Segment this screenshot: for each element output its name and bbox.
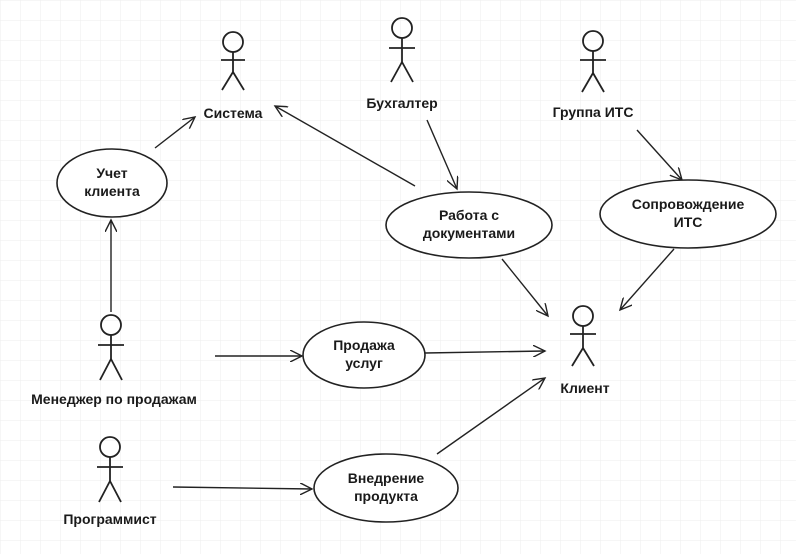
- use-case-ellipse: [599, 179, 777, 249]
- use-case-services-sale[interactable]: Продажа услуг: [302, 321, 426, 389]
- stick-figure-icon: [389, 17, 415, 83]
- use-case-label-line-1: Продажа: [333, 337, 395, 353]
- use-case-its-support[interactable]: Сопровождение ИТС: [599, 179, 777, 249]
- arrow-client-accounting-to-system: [154, 117, 195, 149]
- actor-accountant[interactable]: Бухгалтер: [366, 17, 438, 111]
- use-case-documents[interactable]: Работа с документами: [385, 191, 553, 259]
- actor-label: Группа ИТС: [553, 104, 634, 120]
- actor-its-group[interactable]: Группа ИТС: [553, 30, 634, 120]
- use-case-ellipse: [385, 191, 553, 259]
- arrow-services-sale-to-client: [424, 351, 545, 353]
- stick-figure-icon: [98, 314, 124, 381]
- actor-sales-manager[interactable]: Менеджер по продажам: [31, 314, 197, 407]
- use-case-label-line-2: ИТС: [674, 214, 703, 230]
- use-case-label-line-2: услуг: [345, 355, 383, 371]
- stick-figure-icon: [580, 30, 606, 93]
- relations: [111, 106, 682, 489]
- arrow-product-implementation-to-client: [436, 378, 545, 455]
- use-case-ellipse: [302, 321, 426, 389]
- actor-programmer[interactable]: Программист: [63, 436, 157, 527]
- use-case-label-line-2: продукта: [354, 488, 418, 504]
- use-case-label-line-1: Внедрение: [348, 470, 425, 486]
- arrow-accountant-to-documents: [426, 119, 457, 189]
- arrow-programmer-to-product-implementation: [172, 487, 312, 489]
- use-case-label-line-2: клиента: [84, 183, 140, 199]
- actor-label: Программист: [63, 511, 156, 527]
- use-case-label-line-2: документами: [423, 225, 515, 241]
- actor-system[interactable]: Система: [204, 31, 263, 121]
- use-case-client-accounting[interactable]: Учет клиента: [56, 148, 168, 218]
- arrow-documents-to-client: [501, 258, 548, 316]
- actor-label: Менеджер по продажам: [31, 391, 197, 407]
- actor-label: Система: [204, 105, 263, 121]
- arrow-its-group-to-its-support: [636, 129, 682, 180]
- use-case-label-line-1: Работа с: [439, 207, 499, 223]
- use-case-ellipse: [56, 148, 168, 218]
- arrow-its-support-to-client: [620, 248, 675, 310]
- stick-figure-icon: [97, 436, 123, 503]
- use-case-product-implementation[interactable]: Внедрение продукта: [313, 453, 459, 523]
- stick-figure-icon: [221, 31, 245, 91]
- actor-label: Клиент: [560, 380, 609, 396]
- arrow-documents-to-system: [275, 106, 416, 187]
- use-case-ellipse: [313, 453, 459, 523]
- actor-client[interactable]: Клиент: [560, 305, 610, 396]
- stick-figure-icon: [570, 305, 596, 367]
- use-case-label-line-1: Сопровождение: [632, 196, 745, 212]
- actor-label: Бухгалтер: [366, 95, 437, 111]
- use-case-label-line-1: Учет: [96, 165, 127, 181]
